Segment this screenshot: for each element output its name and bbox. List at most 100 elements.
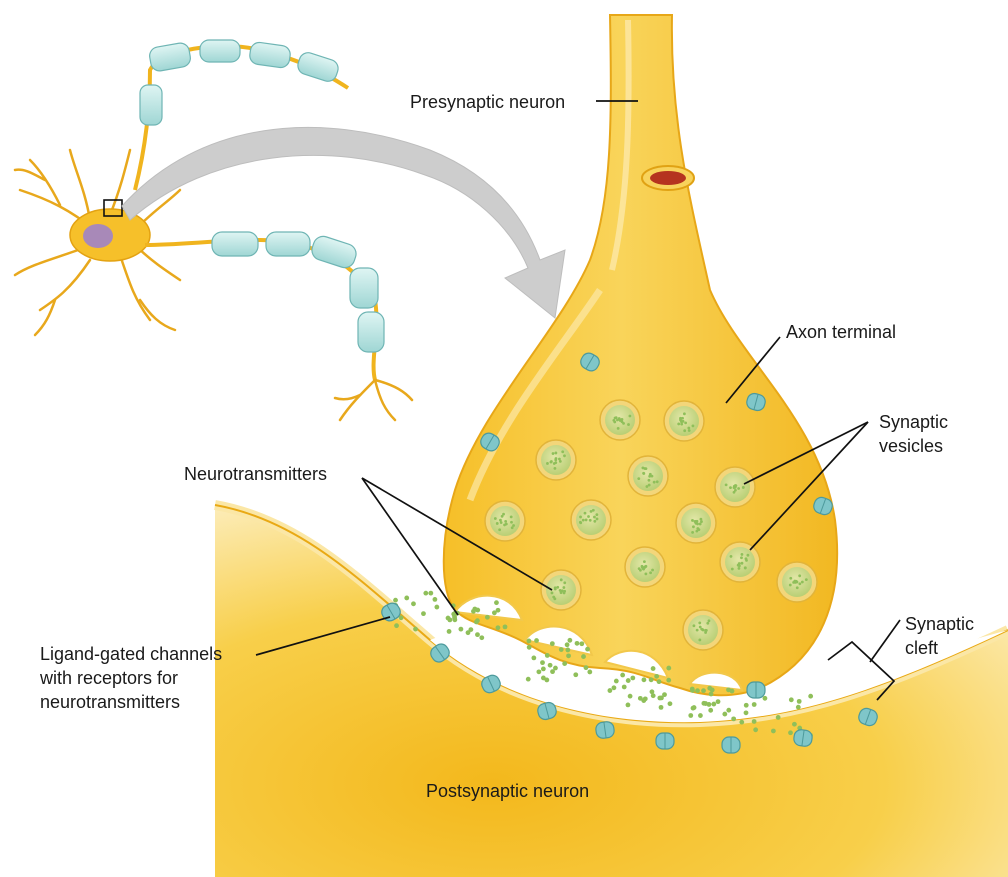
neurotransmitter: [795, 704, 801, 710]
neurotransmitter: [544, 677, 550, 683]
vesicle: [627, 455, 669, 497]
neurotransmitter: [452, 615, 458, 621]
channel: [480, 432, 500, 452]
neurotransmitter: [583, 665, 589, 671]
neurotransmitter: [630, 675, 636, 681]
channel: [813, 496, 833, 516]
neurotransmitter: [695, 688, 700, 694]
neurotransmitter: [788, 730, 793, 736]
neurotransmitter: [428, 590, 434, 596]
neurotransmitter: [491, 610, 497, 616]
neurotransmitter: [743, 702, 749, 708]
neurotransmitter: [465, 630, 471, 636]
neurotransmitter: [650, 666, 656, 671]
neurotransmitter: [743, 710, 749, 716]
neurotransmitter: [621, 684, 627, 690]
neurotransmitter: [475, 632, 480, 638]
neurotransmitter: [434, 604, 440, 610]
channel: [430, 643, 450, 663]
neurotransmitter: [649, 689, 655, 695]
neurotransmitter: [544, 653, 550, 658]
label-synaptic-cleft-1: Synaptic: [905, 614, 974, 634]
neurotransmitter: [423, 590, 429, 596]
neurotransmitter: [611, 685, 617, 691]
neurotransmitter: [625, 678, 631, 683]
neurotransmitter: [656, 679, 662, 685]
neurotransmitter: [688, 713, 694, 718]
neurotransmitter: [484, 614, 490, 620]
label-synaptic-vesicles-1: Synaptic: [879, 412, 948, 432]
channel: [595, 721, 615, 739]
neurotransmitter: [726, 687, 731, 693]
neurotransmitter: [540, 666, 546, 672]
neurotransmitter: [525, 676, 531, 682]
neurotransmitter: [549, 641, 555, 647]
neurotransmitter: [659, 695, 664, 701]
neurotransmitter: [753, 727, 759, 733]
neurotransmitter: [581, 654, 586, 659]
neurotransmitter: [565, 647, 571, 653]
neurotransmitter: [564, 642, 570, 648]
neurotransmitter: [526, 638, 532, 644]
vesicle: [776, 561, 818, 603]
channel: [721, 736, 741, 754]
neurotransmitter: [536, 669, 542, 675]
channel: [481, 674, 501, 694]
neurotransmitter: [540, 660, 545, 666]
neurotransmitter: [726, 707, 732, 713]
neurotransmitter: [658, 704, 664, 710]
neurotransmitter: [731, 716, 737, 722]
vesicle: [719, 541, 761, 583]
neurotransmitter: [620, 672, 626, 678]
label-presynaptic-neuron: Presynaptic neuron: [410, 92, 565, 112]
channel: [580, 352, 600, 372]
neurotransmitter: [446, 629, 452, 634]
neurotransmitter: [625, 702, 631, 708]
neurotransmitter: [479, 635, 485, 641]
neurotransmitter: [398, 615, 404, 621]
neurotransmitter: [607, 688, 613, 693]
neurotransmitter-dots: [393, 590, 814, 738]
neuron-illustration: [13, 39, 414, 422]
channel: [746, 392, 766, 412]
vesicle: [599, 399, 641, 441]
leader-lines: [255, 100, 901, 701]
neurotransmitter: [701, 700, 707, 706]
neurotransmitter: [666, 677, 672, 683]
neurotransmitter: [585, 646, 590, 652]
label-ligand-1: Ligand-gated channels: [40, 644, 222, 664]
postsynaptic-neuron: [214, 500, 1008, 877]
vesicle: [570, 499, 612, 541]
neurotransmitter: [662, 692, 667, 698]
vesicle: [675, 502, 717, 544]
neurotransmitter: [526, 644, 532, 650]
synaptic-vesicles: [484, 399, 818, 651]
channel: [537, 701, 557, 721]
neurotransmitter: [562, 661, 568, 667]
neurotransmitter: [458, 626, 464, 632]
neurotransmitter: [796, 698, 802, 704]
label-synaptic-vesicles-2: vesicles: [879, 436, 943, 456]
neurotransmitter: [690, 705, 696, 711]
vesicle: [682, 609, 724, 651]
label-postsynaptic-neuron: Postsynaptic neuron: [426, 781, 589, 801]
neurotransmitter: [667, 701, 673, 707]
neurotransmitter: [567, 637, 573, 643]
neurotransmitter: [788, 697, 794, 703]
vesicle: [624, 546, 666, 588]
synaptic-cleft: [430, 629, 1008, 723]
neurotransmitter: [770, 728, 776, 734]
neurotransmitter: [411, 601, 416, 607]
release-pockets: [453, 594, 744, 692]
neurotransmitter: [689, 686, 695, 692]
neurotransmitter: [637, 695, 643, 701]
labels: Presynaptic neuron Axon terminal Synapti…: [39, 92, 974, 801]
neurotransmitter: [666, 665, 672, 671]
neurotransmitter: [432, 597, 438, 602]
neurotransmitter: [447, 617, 453, 623]
neurotransmitter: [650, 693, 656, 699]
label-axon-terminal: Axon terminal: [786, 322, 896, 342]
vesicle: [540, 569, 582, 611]
curved-arrow-icon: [121, 126, 566, 319]
neurotransmitter: [574, 640, 580, 646]
